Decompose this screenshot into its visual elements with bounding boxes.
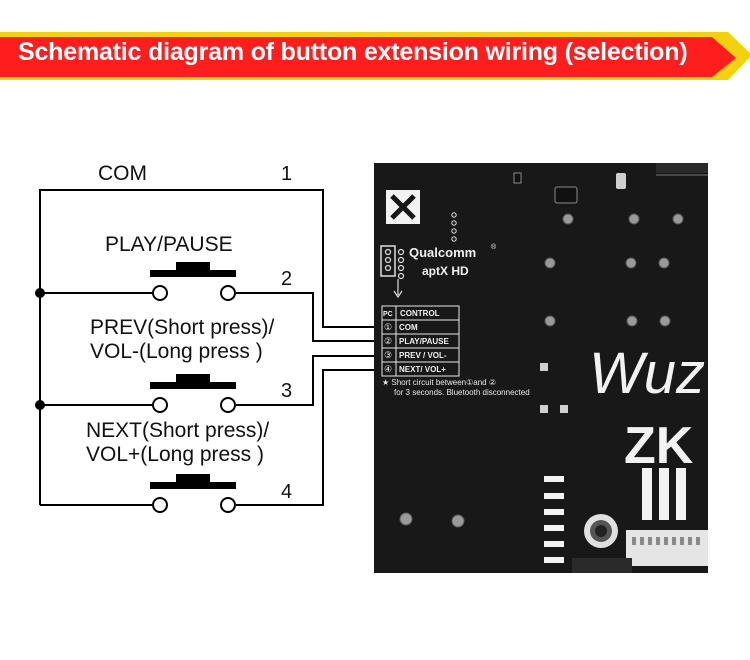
board-components	[399, 172, 684, 528]
x-logo-icon	[386, 190, 420, 224]
control-table	[381, 305, 460, 377]
board-model-text: ZK	[624, 417, 694, 475]
title-banner: Schematic diagram of button extension wi…	[0, 0, 750, 110]
table-row-num: ①	[384, 322, 392, 332]
table-header-pc: PC	[383, 311, 393, 318]
connector-header	[626, 468, 708, 566]
pin-number-4: 4	[281, 481, 293, 503]
button-label-play-pause: PLAY/PAUSE	[105, 233, 233, 256]
wire-pin-2	[236, 292, 385, 342]
codec-text: aptX HD	[422, 264, 469, 278]
junction-dot	[35, 288, 45, 298]
banner-title: Schematic diagram of button extension wi…	[18, 38, 688, 66]
brand-text: Qualcomm	[409, 245, 476, 260]
board-script-logo: Wuz	[589, 341, 705, 406]
note-line-1: ★ Short circuit between①and ②	[382, 378, 496, 387]
wire-pin-3	[236, 355, 385, 406]
com-label: COM	[98, 162, 147, 185]
audio-jack	[584, 514, 618, 548]
circuit-board-photo: Qualcomm ® aptX HD PC CONTROL ① COM ② PL…	[374, 163, 708, 573]
button-label-prev-line1: PREV(Short press)/	[90, 316, 275, 339]
push-button-1	[150, 262, 236, 301]
wire-pin-4	[236, 369, 385, 506]
table-row-num: ④	[384, 364, 392, 374]
note-line-2: for 3 seconds. Bluetooth disconnected	[394, 388, 530, 397]
table-row-num: ③	[384, 350, 392, 360]
table-row-num: ②	[384, 336, 392, 346]
smd-pads	[544, 476, 564, 563]
table-row-label: COM	[399, 323, 418, 332]
banner-shape	[0, 32, 750, 80]
button-label-next-line1: NEXT(Short press)/	[86, 419, 270, 442]
push-button-2	[150, 374, 236, 413]
pin-number-3: 3	[281, 380, 293, 402]
pin-number-2: 2	[281, 268, 293, 290]
table-row-label: NEXT/ VOL+	[399, 365, 446, 374]
button-label-prev-line2: VOL-(Long press )	[90, 340, 263, 363]
pin-number-1: 1	[281, 163, 293, 185]
junction-dot	[35, 400, 45, 410]
table-row-label: PLAY/PAUSE	[399, 337, 449, 346]
table-row-label: PREV / VOL-	[399, 351, 447, 360]
svg-text:®: ®	[491, 243, 497, 251]
banner-red-band	[0, 37, 736, 77]
button-label-next-line2: VOL+(Long press )	[86, 443, 265, 466]
table-header-control: CONTROL	[400, 309, 440, 318]
push-button-3	[150, 474, 236, 513]
